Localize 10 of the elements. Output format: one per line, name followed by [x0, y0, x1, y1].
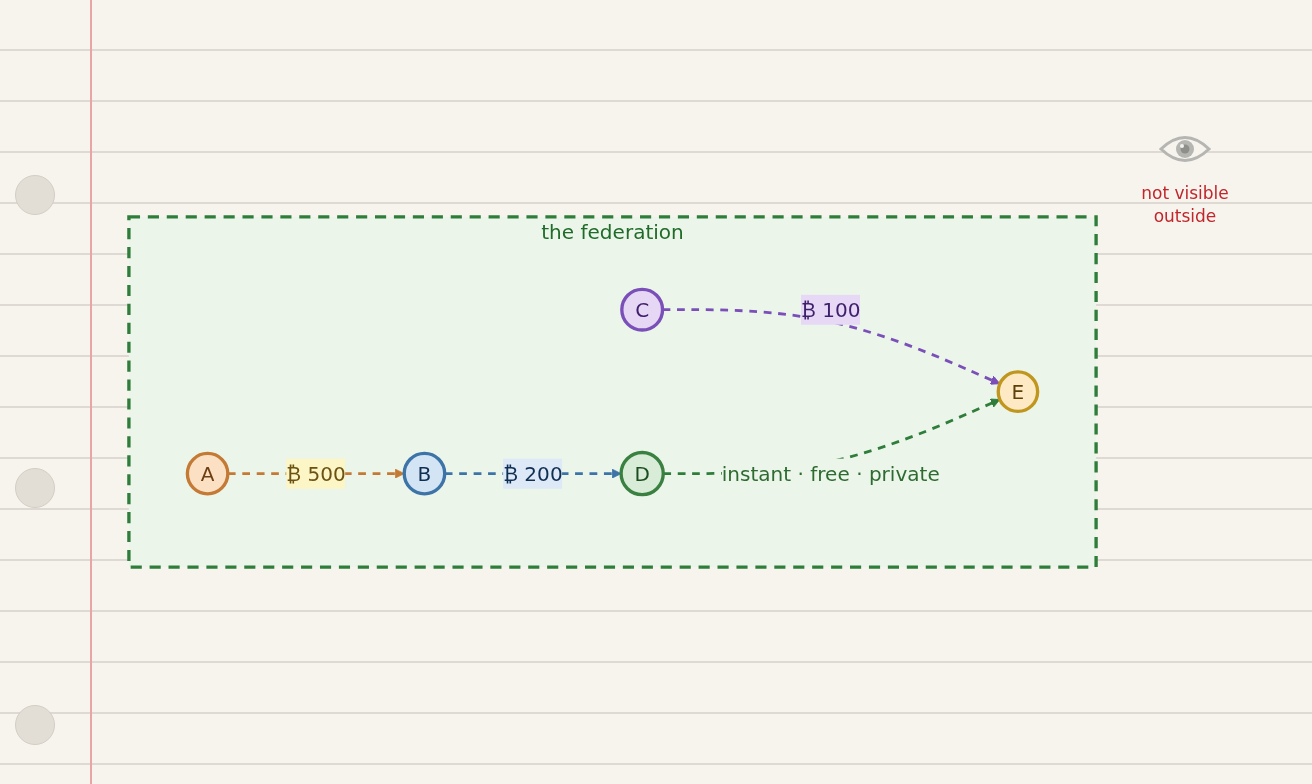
node-circle: B — [402, 451, 447, 496]
edge-label: ₿ 500 — [286, 461, 346, 486]
node-circle: A — [185, 451, 230, 496]
node-circle: E — [996, 370, 1040, 413]
node-circle: C — [620, 287, 665, 332]
edge-label: ₿ 100 — [801, 297, 861, 322]
edge-label: instant · free · private — [721, 461, 940, 486]
note-text: not visible outside — [1140, 182, 1230, 228]
edge-label: ₿ 200 — [503, 461, 563, 486]
node-circle: D — [619, 450, 665, 497]
